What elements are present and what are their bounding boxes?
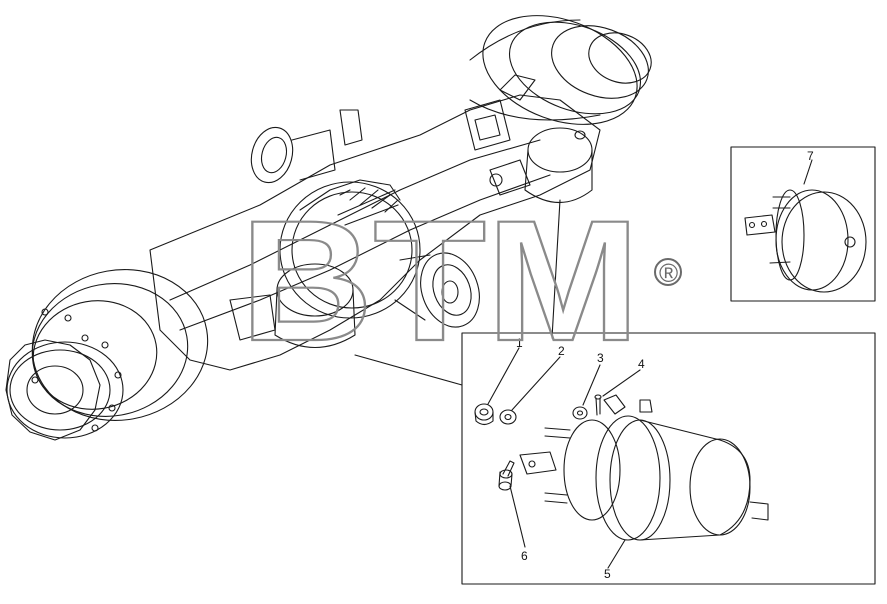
cotter-pin-part: [594, 394, 602, 416]
registered-mark-circle: [654, 258, 682, 286]
washer-part: [499, 409, 517, 425]
brake-chamber-part: [519, 394, 769, 541]
small-washer-part: [572, 406, 588, 420]
callout-1: 1: [516, 336, 523, 350]
watermark-text: BTM: [240, 185, 640, 377]
callout-2: 2: [558, 344, 565, 358]
registered-mark: ®: [659, 258, 678, 288]
callout-6: 6: [521, 549, 528, 563]
mounted-brake-chamber-left: [229, 263, 356, 349]
callout-3: 3: [597, 351, 604, 365]
nut-part: [474, 403, 494, 426]
detail-box-brake-chamber: [461, 332, 876, 585]
callout-labels: 1 2 3 4 5 6 7: [516, 149, 814, 581]
right-wheel-hub: [464, 15, 652, 151]
differential-housing: [279, 179, 421, 319]
btm-watermark-logo: BTM ®: [239, 184, 682, 378]
axle-assembly: [5, 15, 652, 441]
detail-box-spare-chamber: [730, 146, 876, 302]
spare-brake-chamber-part: [744, 189, 867, 293]
callout-7: 7: [807, 149, 814, 163]
callout-4: 4: [638, 357, 645, 371]
companion-flange: [250, 109, 363, 184]
callout-5: 5: [604, 567, 611, 581]
left-wheel-hub: [5, 269, 209, 441]
mounted-brake-chamber-right: [489, 127, 593, 203]
pinion-flange: [394, 252, 480, 328]
clevis-pin-part: [498, 460, 515, 491]
